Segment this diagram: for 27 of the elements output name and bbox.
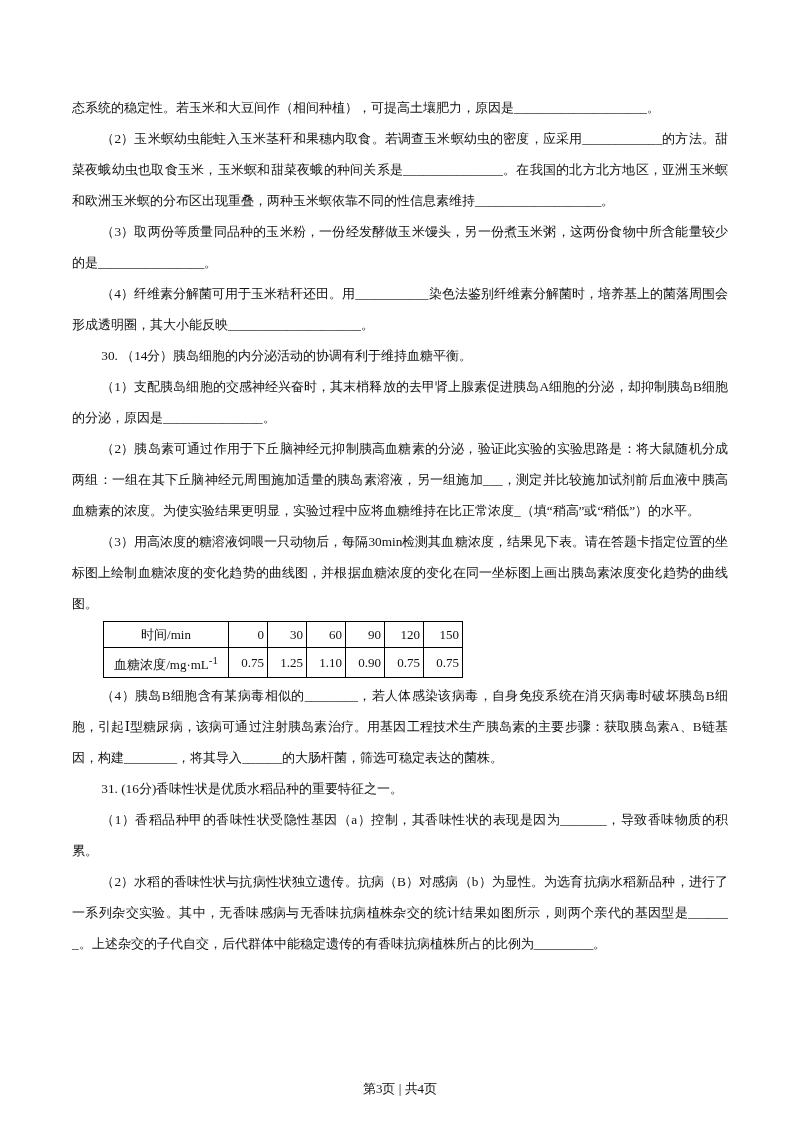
table-cell: 1.25: [267, 647, 307, 678]
page-number: 第3页 | 共4页: [362, 1080, 438, 1098]
question-text: （3）用高浓度的糖溶液饲喂一只动物后，每隔30min检测其血糖浓度，结果见下表。请在答题卡指定位置的坐标图上绘制血糖浓度的变化趋势的曲线图，并根据血糖浓度的变化在同一坐标图上画出胰岛素浓度变化趋势的曲线图。: [72, 533, 728, 613]
table-cell: 30: [267, 621, 307, 648]
question-text: 30. （14分）胰岛细胞的内分泌活动的协调有利于维持血糖平衡。: [100, 347, 474, 365]
question-text: 31. (16分)香味性状是优质水稻品种的重要特征之一。: [100, 780, 405, 799]
table-cell: 0.75: [228, 647, 268, 678]
table-cell: 1.10: [306, 647, 346, 678]
table-cell: 0.90: [345, 647, 385, 678]
question-text: （2）玉米螟幼虫能蛀入玉米茎秆和果穗内取食。若调查玉米螟幼虫的密度，应采用____________的方法。甜菜夜蛾幼虫也取食玉米，玉米螟和甜菜夜蛾的种间关系是_______________。在我国的北方北方地区，亚洲玉米螟和欧洲玉米螟的分布区出现重叠，两种玉米螟依靠不同的性信息素维持___________________。: [72, 130, 728, 210]
table-cell: 90: [345, 621, 385, 648]
row-header-cell: 时间/min: [103, 621, 229, 648]
question-text: （3）取两份等质量同品种的玉米粉，一份经发酵做玉米馒头，另一份煮玉米粥，这两份食物中所含能量较少的是________________。: [72, 223, 728, 272]
question-text: （4）胰岛B细胞含有某病毒相似的________，若人体感染该病毒，自身免疫系统在消灭病毒时破坏胰岛B细胞，引起Ⅰ型糖尿病，该病可通过注射胰岛素治疗。用基因工程技术生产胰岛素的主要步骤：获取胰岛素A、B链基因，构建________，将其导入______的大肠杆菌，筛选可稳定表达的菌株。: [72, 687, 728, 768]
question-text: （2）水稻的香味性状与抗病性状独立遗传。抗病（B）对感病（b）为显性。为选育抗病水稻新品种，进行了一系列杂交实验。其中，无香味感病与无香味抗病植株杂交的统计结果如图所示，则两个亲代的基因型是_______。上述杂交的子代自交，后代群体中能稳定遗传的有香味抗病植株所占的比例为_________。: [72, 873, 728, 954]
table-cell: 120: [384, 621, 424, 648]
question-text: （2）胰岛素可通过作用于下丘脑神经元抑制胰高血糖素的分泌，验证此实验的实验思路是：将大鼠随机分成两组：一组在其下丘脑神经元周围施加适量的胰岛素溶液，另一组施加___，测定并比较施加试剂前后血液中胰高血糖素的浓度。为使实验结果更明显，实验过程中应将血糖维持在比正常浓度_（填“稍高”或“稍低”）的水平。: [72, 440, 728, 520]
question-text: （1）支配胰岛细胞的交感神经兴奋时，其末梢释放的去甲肾上腺素促进胰岛A细胞的分泌，却抑制胰岛B细胞的分泌，原因是_______________。: [72, 378, 728, 427]
table-cell: 150: [423, 621, 463, 648]
table-cell: 0.75: [384, 647, 424, 678]
question-text: （1）香稻品种甲的香味性状受隐性基因（a）控制，其香味性状的表现是因为_______，导致香味物质的积累。: [72, 811, 728, 861]
question-text: （4）纤维素分解菌可用于玉米秸秆还田。用___________染色法鉴别纤维素分解菌时，培养基上的菌落周围会形成透明圈，其大小能反映____________________。: [72, 285, 728, 334]
table-cell: 0.75: [423, 647, 463, 678]
table-cell: 60: [306, 621, 346, 648]
table-cell: 0: [228, 621, 268, 648]
question-text: 态系统的稳定性。若玉米和大豆间作（相间种植），可提高土壤肥力，原因是____________________。: [72, 99, 661, 117]
row-header-cell: 血糖浓度/mg·mL$^{-1}$: [103, 647, 229, 678]
